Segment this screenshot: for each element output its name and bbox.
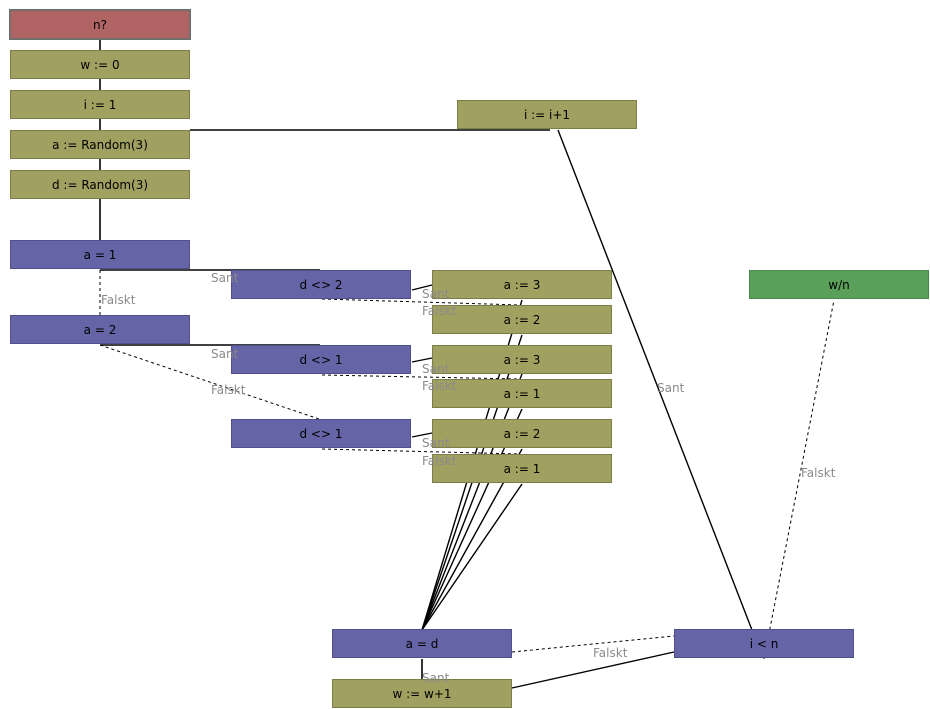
edge <box>763 299 835 660</box>
edge-label-true: Sant <box>422 436 450 450</box>
edge <box>411 357 433 363</box>
decision-d-ne-1-node[interactable]: d <> 1 <box>231 419 411 448</box>
assign-a-random-node[interactable]: a := Random(3) <box>10 130 190 159</box>
edge <box>511 651 675 689</box>
edge <box>421 373 523 631</box>
output-w-div-n-node[interactable]: w/n <box>749 270 929 299</box>
edge-label-false: Falskt <box>101 293 136 307</box>
edge-label-true: Sant <box>422 671 450 685</box>
edge-label-true: Sant <box>211 271 239 285</box>
decision-a-eq-2-node[interactable]: a = 2 <box>10 315 190 344</box>
edge-label-true: Sant <box>657 381 685 395</box>
edge-label-true: Sant <box>422 362 450 376</box>
edge-label-true: Sant <box>211 347 239 361</box>
edge-label-false: Falskt <box>211 383 246 397</box>
edge-label-false: Falskt <box>422 454 457 468</box>
edge-label-true: Sant <box>422 287 450 301</box>
decision-d-ne-2-node[interactable]: d <> 2 <box>231 270 411 299</box>
decision-a-eq-1-node[interactable]: a = 1 <box>10 240 190 269</box>
assign-a-2-node[interactable]: a := 2 <box>432 419 612 448</box>
edge-label-false: Falskt <box>422 304 457 318</box>
assign-a-1-node[interactable]: a := 1 <box>432 454 612 483</box>
assign-a-3-node[interactable]: a := 3 <box>432 345 612 374</box>
decision-i-lt-n-node[interactable]: i < n <box>674 629 854 658</box>
edge-label-false: Falskt <box>801 466 836 480</box>
edge <box>411 284 433 291</box>
assign-a-2-node[interactable]: a := 2 <box>432 305 612 334</box>
assign-a-3-node[interactable]: a := 3 <box>432 270 612 299</box>
assign-d-random-node[interactable]: d := Random(3) <box>10 170 190 199</box>
assign-i-inc-node[interactable]: i := i+1 <box>457 100 637 129</box>
edge <box>411 432 433 438</box>
edge <box>421 483 523 631</box>
decision-a-eq-d-node[interactable]: a = d <box>332 629 512 658</box>
assign-a-1-node[interactable]: a := 1 <box>432 379 612 408</box>
edge <box>557 129 753 631</box>
assign-w-init-node[interactable]: w := 0 <box>10 50 190 79</box>
input-n-node[interactable]: n? <box>9 9 191 40</box>
edge-label-false: Falskt <box>593 646 628 660</box>
decision-d-ne-1-node[interactable]: d <> 1 <box>231 345 411 374</box>
assign-w-inc-node[interactable]: w := w+1 <box>332 679 512 708</box>
assign-i-init-node[interactable]: i := 1 <box>10 90 190 119</box>
edge-label-false: Falskt <box>422 379 457 393</box>
